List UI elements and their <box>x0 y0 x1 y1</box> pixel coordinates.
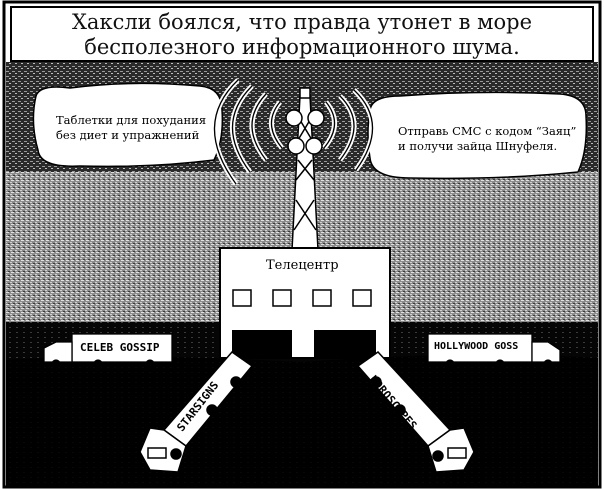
truck-left-far <box>43 333 173 369</box>
truck-right-far <box>427 333 561 369</box>
truck-right-near <box>356 351 475 473</box>
tv-tower <box>285 87 325 251</box>
left-ad-text: Таблетки для похудания без диет и упражн… <box>56 113 206 143</box>
tv-center-building <box>219 247 391 359</box>
caption-line-2: бесполезного информационного шума. <box>84 35 520 59</box>
right-ad-line-1: Отправь СМС с кодом “Заяц” <box>398 124 577 138</box>
truck-label-hollywood-goss: HOLLYWOOD GOSS <box>434 341 519 352</box>
left-ad-line-1: Таблетки для похудания <box>56 113 207 127</box>
building-label: Телецентр <box>266 258 339 273</box>
left-ad-line-2: без диет и упражнений <box>56 128 200 142</box>
right-ad-line-2: и получи зайца Шнуфеля. <box>398 139 558 153</box>
left-ad-cloud <box>32 82 224 168</box>
truck-left-near <box>139 350 254 473</box>
truck-label-celeb-gossip: CELEB GOSSIP <box>80 341 160 354</box>
right-ad-cloud <box>367 91 588 180</box>
caption-box: Хаксли боялся, что правда утонет в море … <box>10 6 594 62</box>
caption-line-1: Хаксли боялся, что правда утонет в море <box>71 10 532 34</box>
right-ad-text: Отправь СМС с кодом “Заяц” и получи зайц… <box>398 124 578 154</box>
